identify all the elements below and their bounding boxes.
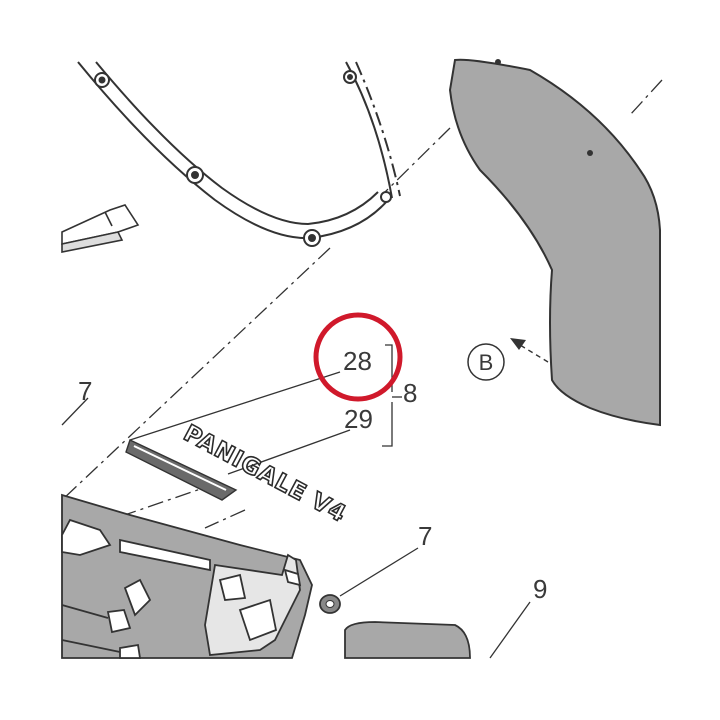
callout-9: 9 <box>533 574 547 604</box>
highlight-ring <box>313 312 403 402</box>
decal-strip <box>125 439 238 501</box>
panel-body <box>448 58 661 427</box>
side-fairing-panel <box>448 58 661 427</box>
spacer-bushing <box>319 594 341 614</box>
callout-29: 29 <box>344 404 373 434</box>
callout-28: 28 <box>343 346 372 376</box>
windshield-frame <box>77 61 401 247</box>
callout-8: 8 <box>403 378 417 408</box>
leader-lines <box>61 344 531 659</box>
panigale-v4-decal-text: PANIGALE V4 <box>179 420 350 528</box>
lower-cover-part <box>344 621 471 659</box>
callout-7-right: 7 <box>418 521 432 551</box>
lower-fairing-assembly <box>61 493 313 659</box>
callout-7-left: 7 <box>78 376 92 406</box>
mirror-bracket <box>61 204 140 253</box>
view-marker-label: B <box>479 350 494 375</box>
view-arrow-b <box>467 338 549 381</box>
